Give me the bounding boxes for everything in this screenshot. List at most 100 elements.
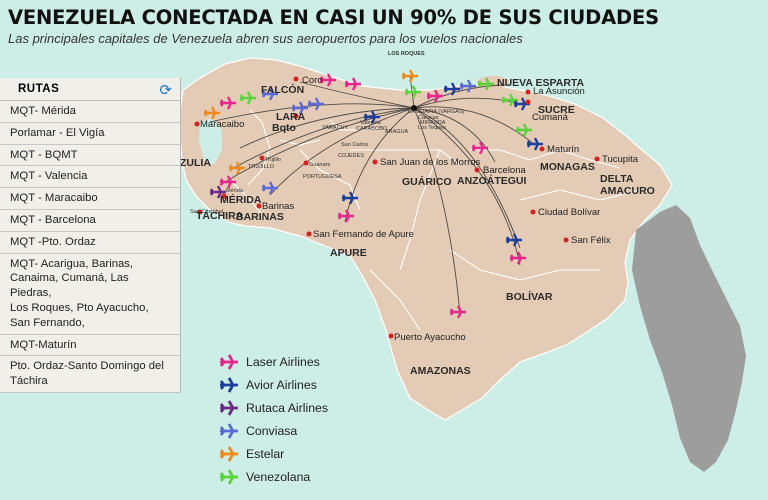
plane-icon <box>345 77 361 91</box>
route-item[interactable]: MQT- Acarigua, Barinas,Canaima, Cumaná, … <box>0 254 180 335</box>
city-merida: Mérida <box>226 188 244 194</box>
plane-icon <box>240 91 256 105</box>
caracas-hub <box>411 105 417 111</box>
city-la-guaira: LA GUAIRA (VARGAS) <box>408 109 465 115</box>
route-text: Canaima, Cumaná, Las Piedras, <box>10 272 129 300</box>
route-item[interactable]: MQT - Valencia <box>0 166 180 189</box>
plane-icon <box>510 251 526 265</box>
city-caracas: Caracas <box>418 115 439 121</box>
routes-title: RUTAS <box>18 83 60 95</box>
state-guarico: GUÁRICO <box>402 175 452 188</box>
route-item[interactable]: MQT - Barcelona <box>0 210 180 232</box>
legend-label: Avior Airlines <box>246 377 317 392</box>
city-maracaibo: Maracaibo <box>200 119 244 130</box>
route-text: MQT-Maturín <box>10 338 77 351</box>
route-arcs <box>209 74 536 316</box>
state-trujillo: TRUJILLO <box>248 164 275 170</box>
legend-label: Conviasa <box>246 423 298 438</box>
state-anzoategui: ANZOÁTEGUI <box>457 174 526 187</box>
plane-icon <box>506 233 522 247</box>
state-tachira: TÁCHIRA <box>196 209 244 222</box>
plane-icon <box>402 69 418 83</box>
state-carabobo: CARABOBO <box>356 126 388 132</box>
plane-icon <box>219 422 238 439</box>
plane-icon <box>502 93 518 107</box>
state-amacuro: AMACURO <box>600 185 655 197</box>
legend-item: Estelar <box>218 442 328 465</box>
legend-item: Laser Airlines <box>218 350 328 373</box>
legend-label: Venezolana <box>246 469 311 484</box>
legend-item: Venezolana <box>218 465 328 488</box>
route-item[interactable]: Pto. Ordaz-Santo Domingo del Táchira <box>0 356 180 393</box>
state-delta: DELTA <box>600 173 634 185</box>
plane-icon <box>219 399 238 416</box>
city-ciudad-bolivar: Ciudad Bolívar <box>538 207 600 218</box>
plane-icon <box>220 96 236 110</box>
state-miranda: MIRANDA <box>420 120 446 126</box>
legend-item: Avior Airlines <box>218 373 328 396</box>
city-puerto-ayacucho: Puerto Ayacucho <box>394 332 466 343</box>
city-san-cristobal: San Cristóbal <box>190 209 223 215</box>
state-yaracuy: YARACUY <box>322 125 349 131</box>
plane-icon <box>292 101 308 115</box>
refresh-icon[interactable]: ⟳ <box>159 82 172 99</box>
lake-maracaibo <box>199 118 222 165</box>
plane-icon <box>460 79 476 93</box>
route-item[interactable]: Porlamar - El Vigía <box>0 123 180 145</box>
plane-icon <box>219 376 238 393</box>
route-item[interactable]: MQT - Maracaibo <box>0 188 180 210</box>
plane-markers <box>204 69 543 319</box>
city-san-fernando: San Fernando de Apure <box>313 229 414 240</box>
city-san-carlos: San Carlos <box>341 142 368 148</box>
plane-icon <box>204 106 220 120</box>
state-monagas: MONAGAS <box>540 161 595 173</box>
state-sucre: SUCRE <box>538 104 575 116</box>
state-cojedes: COJEDES <box>338 153 364 159</box>
state-falcon: FALCÓN <box>261 83 304 96</box>
state-apure: APURE <box>330 247 367 259</box>
plane-icon <box>262 87 278 101</box>
legend-item: Conviasa <box>218 419 328 442</box>
city-labels: Coro Maracaibo Barinas San Fernando de A… <box>190 75 639 343</box>
state-amazonas: AMAZONAS <box>410 365 471 377</box>
state-bolivar: BOLÍVAR <box>506 290 553 303</box>
state-merida: MÉRIDA <box>220 193 262 206</box>
page-title: VENEZUELA CONECTADA EN CASI UN 90% DE SU… <box>8 6 660 29</box>
city-barcelona: Barcelona <box>483 165 526 176</box>
state-aragua: ARAGUA <box>385 129 409 135</box>
plane-icon <box>219 353 238 370</box>
plane-icon <box>478 77 494 91</box>
city-dots <box>194 76 600 339</box>
route-text: MQT - Barcelona <box>10 213 96 226</box>
route-text: San Fernando, <box>10 316 85 329</box>
route-item[interactable]: MQT - BQMT <box>0 145 180 167</box>
label-los-roques: LOS ROQUES <box>388 51 425 57</box>
page-subtitle: Las principales capitales de Venezuela a… <box>8 31 523 46</box>
route-text: MQT -Pto. Ordaz <box>10 235 96 248</box>
plane-icon <box>219 445 238 462</box>
plane-icon <box>220 175 236 189</box>
city-barinas: Barinas <box>262 201 294 212</box>
state-nueva-esparta: NUEVA ESPARTA <box>497 77 585 89</box>
route-text: MQT - Valencia <box>10 170 88 183</box>
route-item[interactable]: MQT-Maturín <box>0 335 180 357</box>
plane-icon <box>262 181 278 195</box>
state-bqto: Bqto <box>272 122 296 134</box>
route-text: MQT- Mérida <box>10 105 76 117</box>
plane-icon <box>450 305 466 319</box>
city-trujillo: Trujillo <box>265 157 281 163</box>
route-item[interactable]: MQT- Mérida <box>0 101 180 123</box>
legend-item: Rutaca Airlines <box>218 396 328 419</box>
legend-label: Rutaca Airlines <box>246 400 329 415</box>
routes-header: RUTAS ⟳ <box>0 78 180 101</box>
route-item[interactable]: MQT -Pto. Ordaz <box>0 232 180 254</box>
plane-icon <box>342 191 358 205</box>
city-los-teques: Los Teques <box>418 125 446 131</box>
state-barinas: BARINAS <box>236 211 284 223</box>
city-tucupita: Tucupita <box>602 154 639 165</box>
city-coro: Coro <box>302 75 323 86</box>
plane-icon <box>516 123 532 137</box>
city-guanare: Guanare <box>309 162 330 168</box>
